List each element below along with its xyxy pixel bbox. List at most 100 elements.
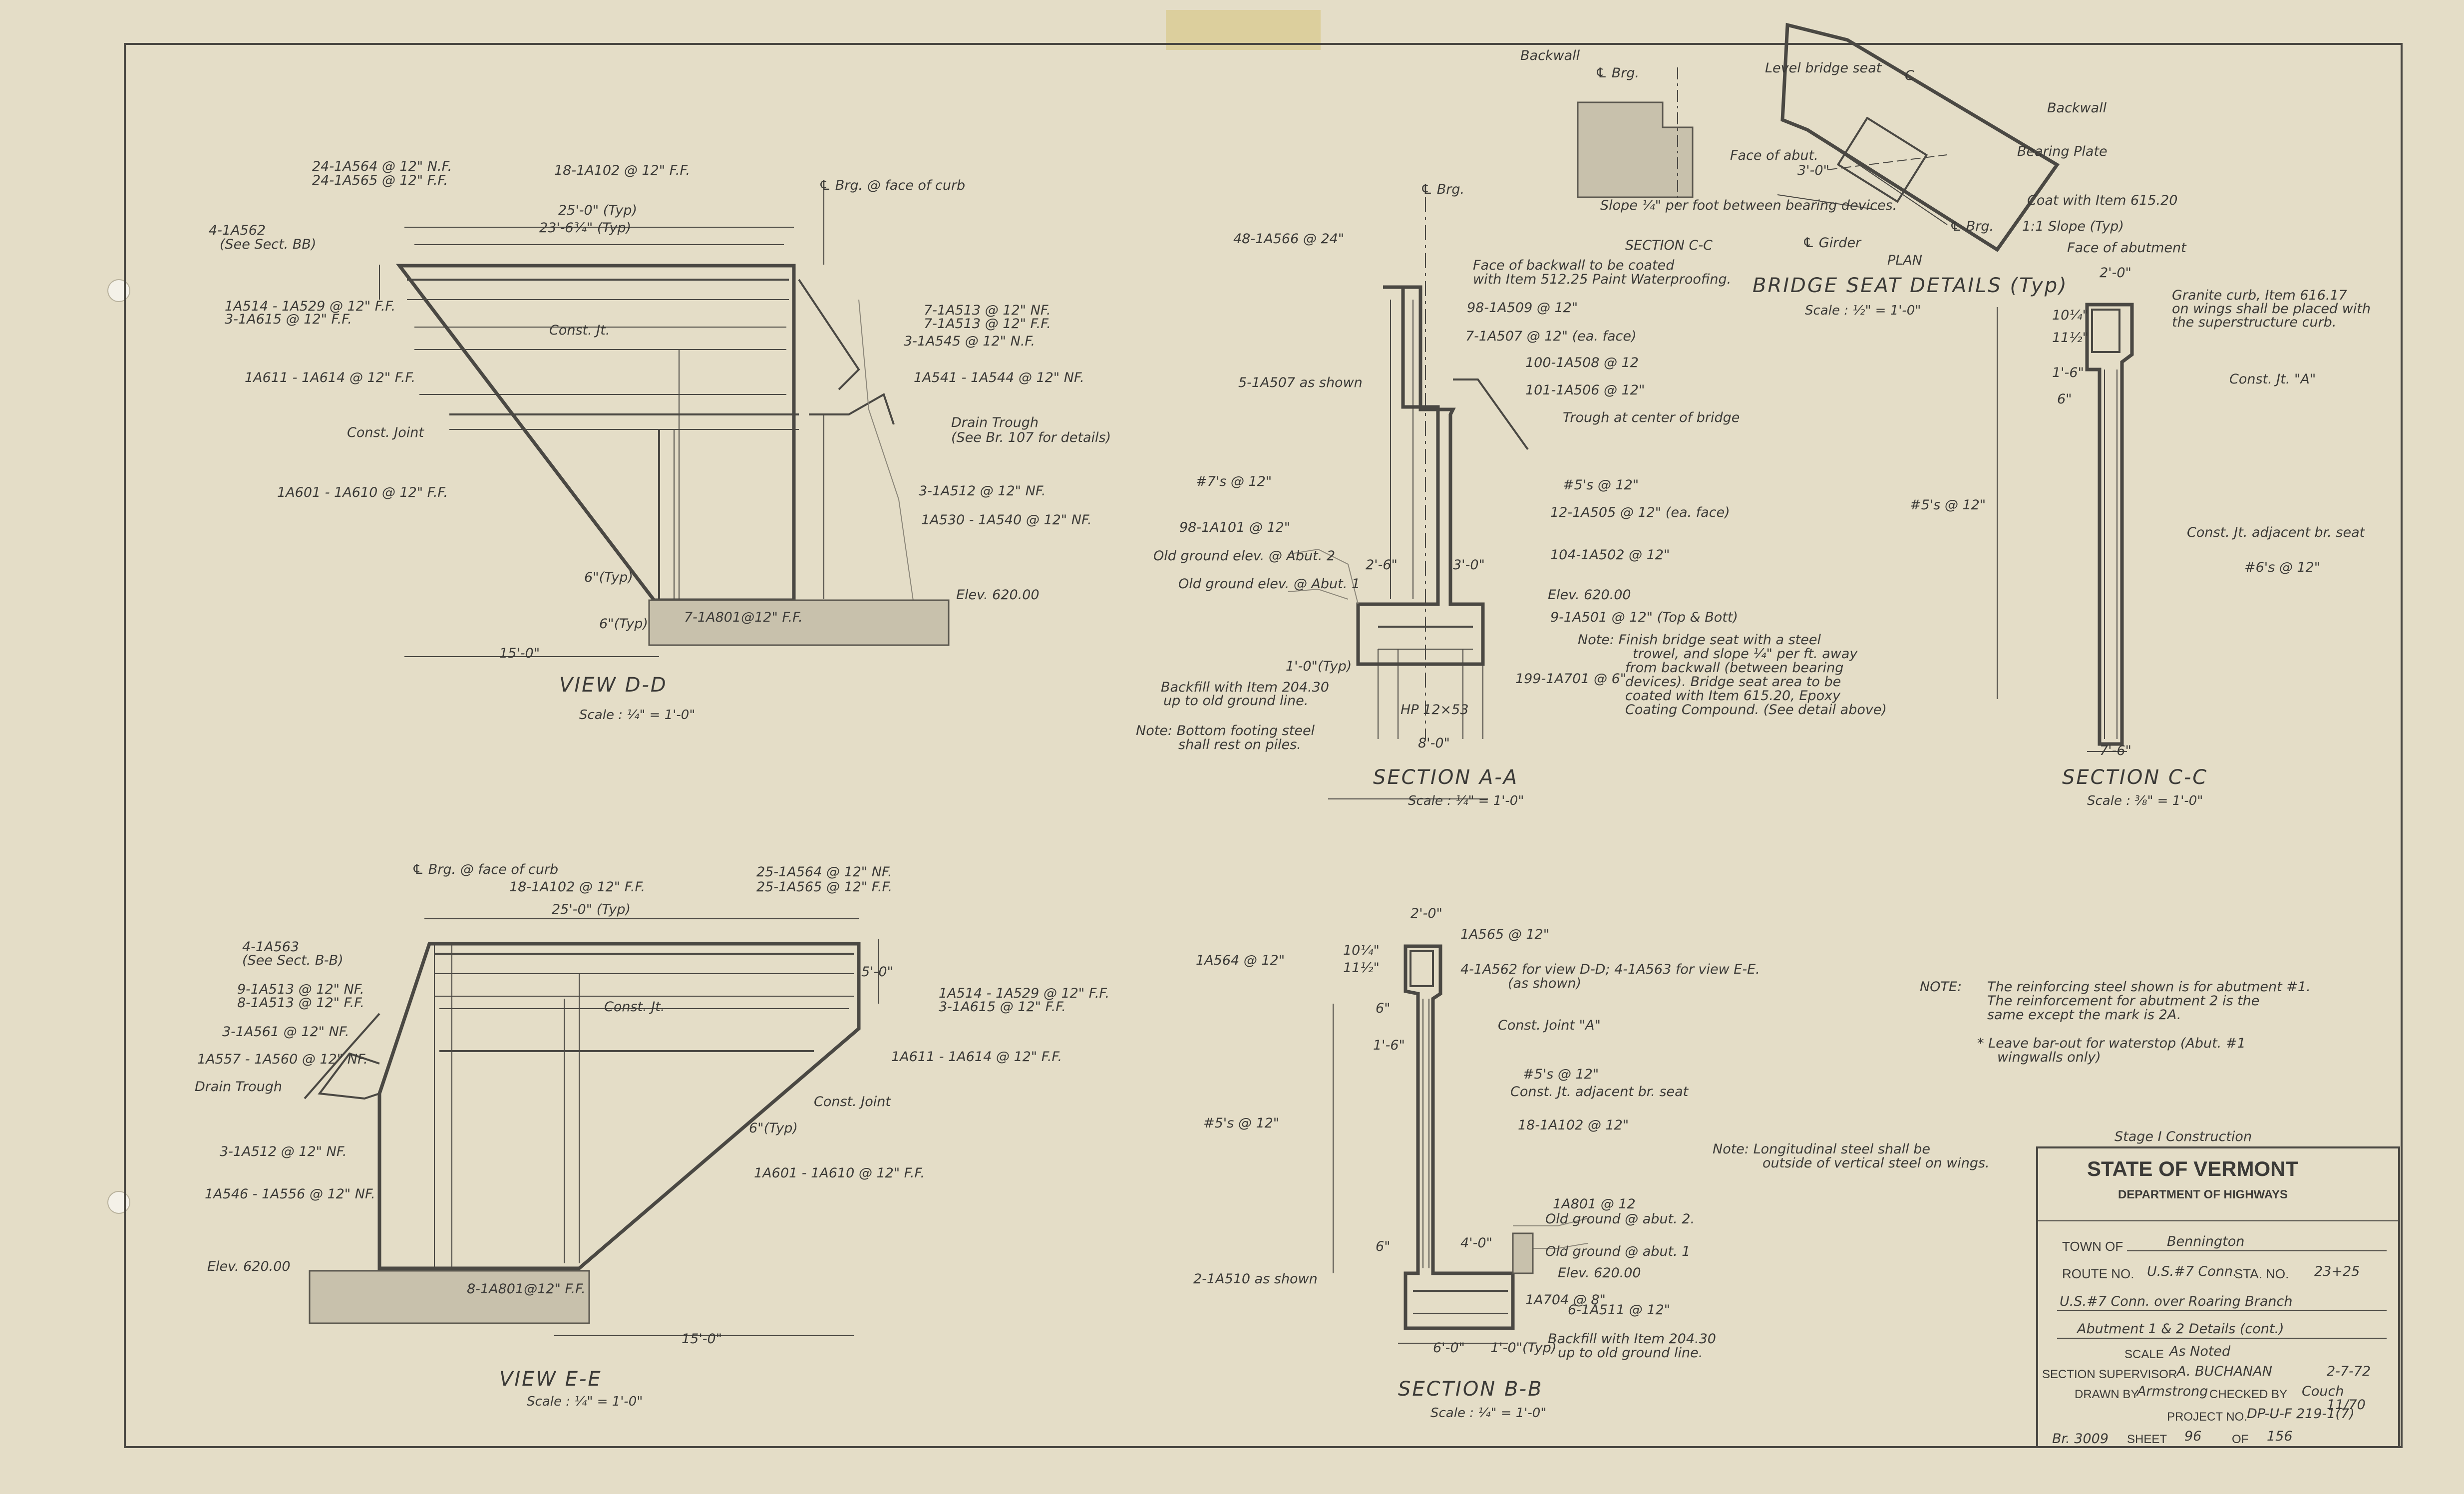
supervisor-value: A. BUCHANAN xyxy=(2176,1364,2272,1379)
dd-label-9: 3-1A615 @ 12" F.F. xyxy=(225,312,352,327)
aa-label-23: shall rest on piles. xyxy=(1178,737,1301,752)
ee-label-4: 25'-0" (Typ) xyxy=(552,902,631,917)
aa-note-3: devices). Bridge seat area to be xyxy=(1625,674,1841,690)
main-note-2: same except the mark is 2A. xyxy=(1987,1007,2181,1023)
footing xyxy=(309,1270,590,1324)
supervisor-date: 2-7-72 xyxy=(2327,1364,2371,1379)
punch-hole xyxy=(107,1191,130,1214)
bb-label-4: (as shown) xyxy=(1508,976,1581,991)
description-line-1: U.S.#7 Conn. over Roaring Branch xyxy=(2060,1294,2293,1309)
route-value: U.S.#7 Conn. xyxy=(2147,1264,2237,1279)
route-label: ROUTE NO. xyxy=(2062,1266,2134,1281)
bb-title: SECTION B-B xyxy=(1398,1378,1543,1401)
seat-title: BRIDGE SEAT DETAILS (Typ) xyxy=(1753,274,2068,297)
backfill xyxy=(1512,1232,1534,1274)
bb-label-26: 11½" xyxy=(1343,960,1380,976)
dd-label-2: 18-1A102 @ 12" F.F. xyxy=(554,163,690,178)
trough-profile xyxy=(1453,378,1529,450)
bb-label-11: Old ground @ abut. 2. xyxy=(1545,1211,1695,1227)
bb-label-21: 4'-0" xyxy=(1460,1235,1492,1251)
aa-label-8: Trough at center of bridge xyxy=(1563,410,1740,425)
ee-label-3: 25-1A565 @ 12" F.F. xyxy=(756,879,892,895)
dd-label-12: 7-1A513 @ 12" F.F. xyxy=(924,316,1051,332)
star-note-1: wingwalls only) xyxy=(1997,1050,2101,1065)
dd-label-13: 3-1A545 @ 12" N.F. xyxy=(904,334,1035,349)
seat-label-7: Backwall xyxy=(2047,100,2107,116)
bb-label-24: 6" xyxy=(1376,1239,1391,1254)
aa-label-20: Backfill with Item 204.30 xyxy=(1161,680,1329,695)
bb-label-12: Old ground @ abut. 1 xyxy=(1545,1244,1691,1259)
aa-label-3: with Item 512.25 Paint Waterproofing. xyxy=(1473,272,1731,287)
ee-label-5: 4-1A563 xyxy=(242,939,299,955)
cc-label-0: 2'-0" xyxy=(2100,265,2131,281)
cc-label-10: 10¼" xyxy=(2052,308,2089,323)
title-block-frame xyxy=(2036,1146,2400,1448)
drawn-value: Armstrong xyxy=(2136,1384,2208,1399)
notes: Note: Longitudinal steel shall be outsid… xyxy=(1713,979,2311,1171)
aa-label-27: 8'-0" xyxy=(1418,736,1450,751)
seat-sub-section: SECTION C-C xyxy=(1625,238,1713,253)
bearing-plate xyxy=(1836,116,1928,203)
seat-sub-plan: PLAN xyxy=(1887,253,1922,268)
dd-label-25: Elev. 620.00 xyxy=(956,587,1040,603)
aa-label-16: Old ground elev. @ Abut. 1 xyxy=(1178,576,1360,592)
dd-label-5: (See Sect. BB) xyxy=(220,237,316,252)
town-value: Bennington xyxy=(2167,1234,2244,1249)
aa-label-25: 2'-6" xyxy=(1366,557,1398,573)
section-cc: 2'-0" Granite curb, Item 616.17 on wings… xyxy=(1910,265,2371,808)
bb-label-14: 1A704 @ 8" xyxy=(1525,1292,1606,1308)
dd-label-19: 1A601 - 1A610 @ 12" F.F. xyxy=(277,485,448,500)
cc-label-4: Const. Jt. "A" xyxy=(2229,372,2316,387)
bb-label-1: 2'-0" xyxy=(1410,906,1442,921)
bb-label-9: #5's @ 12" xyxy=(1203,1116,1279,1131)
ee-label-22: 8-1A801@12" F.F. xyxy=(467,1281,586,1297)
ee-label-13: 1A557 - 1A560 @ 12" NF. xyxy=(197,1052,368,1067)
longitudinal-note-0: Note: Longitudinal steel shall be xyxy=(1713,1141,1930,1157)
dd-label-26: 15'-0" xyxy=(499,646,540,661)
dd-label-16: Const. Joint xyxy=(347,425,424,440)
aa-label-19: 199-1A701 @ 6" xyxy=(1515,671,1626,687)
bb-label-22: 6" xyxy=(1376,1001,1391,1016)
scale-label: SCALE xyxy=(2124,1348,2164,1361)
curb-profile xyxy=(304,1013,380,1100)
bb-label-16: 2-1A510 as shown xyxy=(1193,1271,1318,1287)
cc-label-6: 6" xyxy=(2057,391,2072,407)
sta-label: STA. NO. xyxy=(2234,1266,2289,1281)
aa-label-6: 100-1A508 @ 12 xyxy=(1525,355,1639,371)
cc-label-2: on wings shall be placed with xyxy=(2172,301,2371,317)
supervisor-label: SECTION SUPERVISOR xyxy=(2042,1368,2177,1381)
checked-date: 11/70 xyxy=(2327,1397,2366,1413)
aa-label-7: 101-1A506 @ 12" xyxy=(1525,382,1645,398)
ee-label-24: 5'-0" xyxy=(861,964,893,980)
bb-label-17: Backfill with Item 204.30 xyxy=(1548,1331,1716,1347)
stage-label: Stage I Construction xyxy=(2114,1129,2252,1144)
bb-label-18: up to old ground line. xyxy=(1558,1345,1703,1361)
cc-label-7: Const. Jt. adjacent br. seat xyxy=(2187,525,2366,540)
drain-trough xyxy=(809,393,895,425)
dd-label-3: ℄ Brg. @ face of curb xyxy=(819,178,965,193)
aa-label-2: Face of backwall to be coated xyxy=(1473,258,1675,273)
dd-label-4: 4-1A562 xyxy=(209,223,266,238)
aa-label-28: 1'-0"(Typ) xyxy=(1286,659,1352,674)
title-block: Stage I Construction STATE OF VERMONT DE… xyxy=(2036,1129,2400,1448)
cc-label-9: 7'-6" xyxy=(2100,743,2131,758)
dd-title: VIEW D-D xyxy=(559,674,668,697)
star-note-0: * Leave bar-out for waterstop (Abut. #1 xyxy=(1977,1036,2246,1051)
ee-title: VIEW E-E xyxy=(499,1368,602,1391)
of-value: 156 xyxy=(2267,1429,2293,1444)
bb-scale: Scale : ¼" = 1'-0" xyxy=(1430,1406,1546,1421)
bb-label-5: Const. Joint "A" xyxy=(1498,1018,1601,1033)
aa-note-5: Coating Compound. (See detail above) xyxy=(1625,702,1887,718)
seat-label-0: Backwall xyxy=(1520,48,1580,63)
bb-label-2: 1A565 @ 12" xyxy=(1460,927,1549,942)
ee-label-15: Drain Trough xyxy=(195,1079,282,1095)
ground-line xyxy=(858,299,914,605)
aa-label-14: 104-1A502 @ 12" xyxy=(1550,547,1670,563)
section-aa: ℄ Brg. 48-1A566 @ 24" Face of backwall t… xyxy=(1136,182,1887,808)
bb-label-6: #5's @ 12" xyxy=(1523,1067,1599,1082)
aa-title: SECTION A-A xyxy=(1373,766,1518,789)
seat-label-9: Coat with Item 615.20 xyxy=(2027,193,2177,208)
of-label: OF xyxy=(2232,1433,2248,1446)
dd-label-22: 6"(Typ) xyxy=(584,570,633,585)
ee-label-1: 18-1A102 @ 12" F.F. xyxy=(509,879,645,895)
